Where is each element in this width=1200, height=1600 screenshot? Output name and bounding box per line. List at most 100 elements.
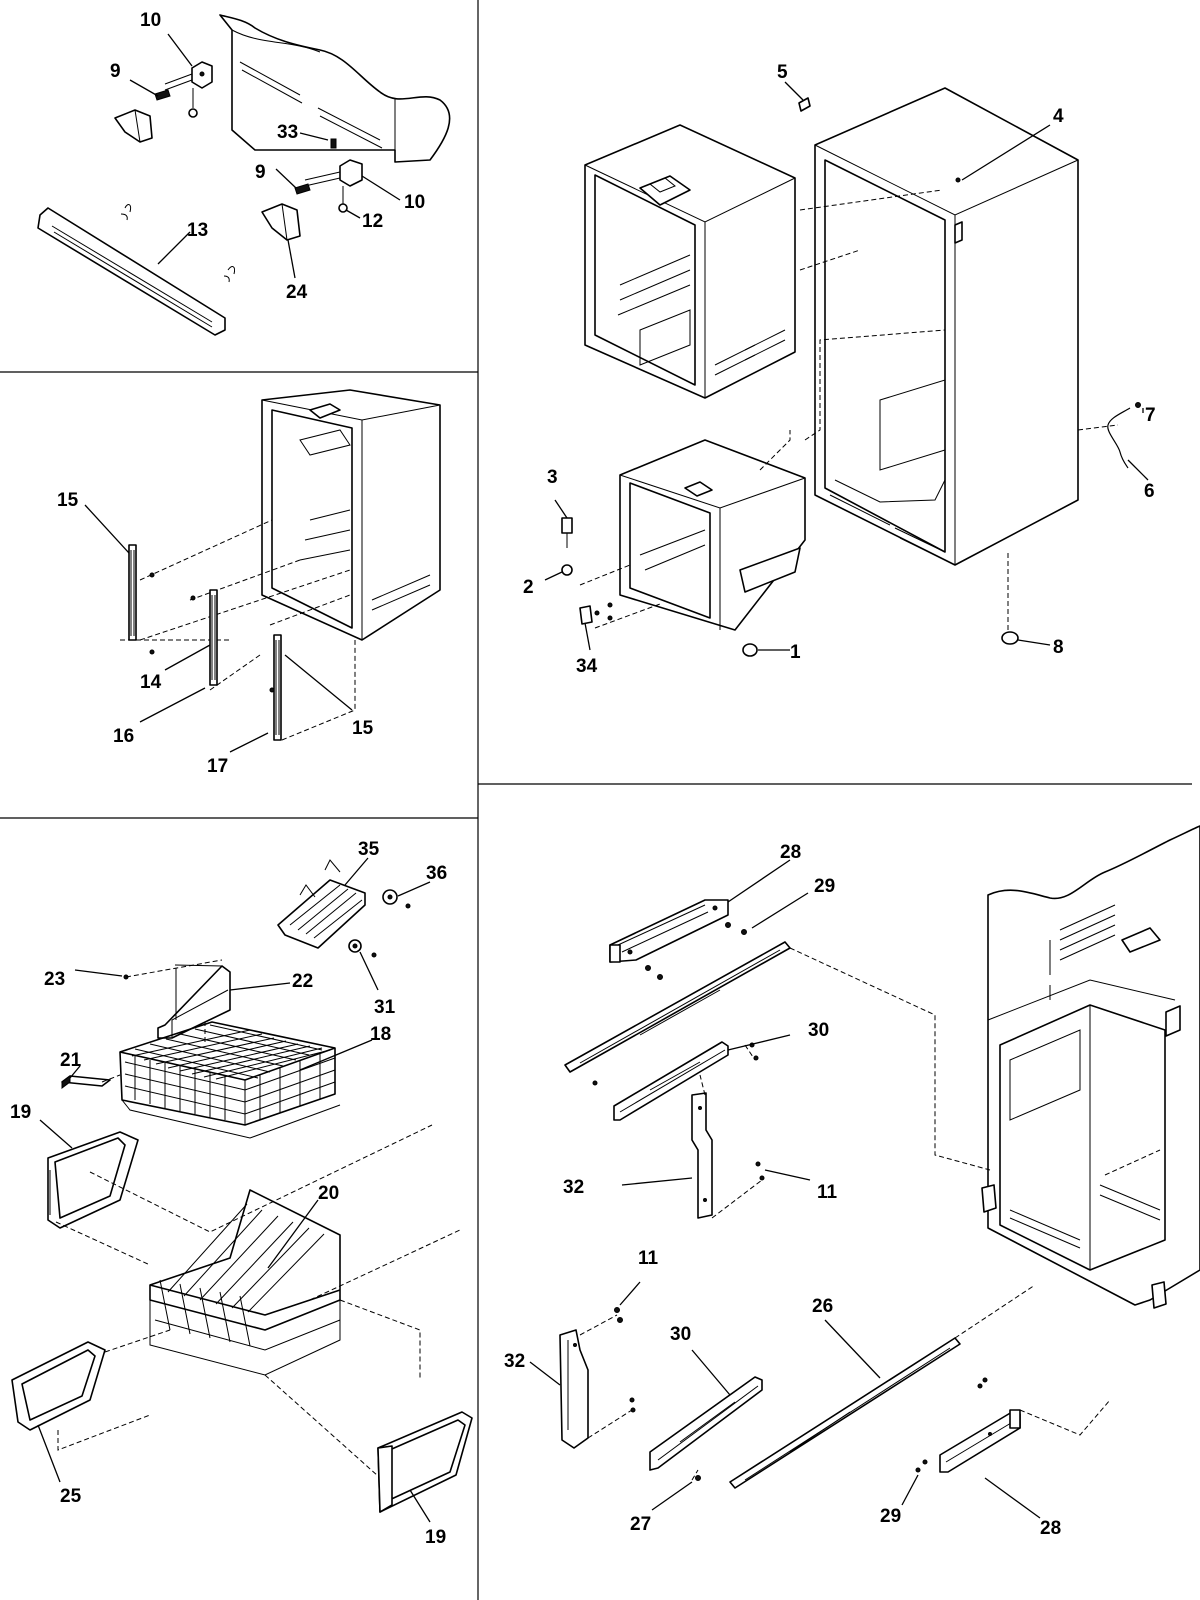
callout-24: 24 [286, 282, 308, 303]
callout-26: 26 [812, 1296, 833, 1317]
alignment-lines-top-right [579, 189, 1119, 630]
basket-bracket-19-left [47, 1131, 139, 1229]
callout-30-lower: 30 [670, 1324, 691, 1345]
slide-30-lower [649, 1376, 763, 1471]
screw [629, 1397, 635, 1403]
shelf-rail-15-right [273, 634, 282, 741]
callout-14: 14 [140, 672, 162, 693]
callout-22: 22 [292, 971, 313, 992]
callout-1: 1 [790, 642, 801, 663]
callout-35: 35 [358, 839, 380, 860]
callout-17: 17 [207, 756, 228, 777]
callout-8: 8 [1053, 637, 1064, 658]
hinge-cover-lower [261, 203, 301, 241]
leaders-bottom-right [529, 859, 1041, 1519]
bracket-34 [579, 602, 613, 625]
leveler-cap-2 [561, 564, 573, 576]
callouts-mid-left: 15 14 16 17 15 [57, 490, 374, 777]
screw [759, 1175, 765, 1181]
cabinet-shell [814, 87, 1079, 566]
leaders-top-right [544, 81, 1149, 651]
callout-16: 16 [113, 726, 134, 747]
screw [617, 1317, 623, 1323]
callout-6: 6 [1144, 481, 1155, 502]
callout-23: 23 [44, 969, 65, 990]
rail-screw [190, 595, 196, 601]
callout-10-upper: 10 [140, 10, 161, 31]
screw [592, 1080, 598, 1086]
screw-lower [294, 183, 311, 195]
callout-11-lower: 11 [638, 1248, 659, 1269]
alignment-lines-bottom-right [579, 947, 1161, 1481]
screw [405, 903, 411, 909]
leveler-3 [561, 517, 573, 548]
callout-7: 7 [1145, 405, 1156, 426]
screw [657, 974, 663, 980]
foot-8 [1001, 631, 1019, 645]
callout-27: 27 [630, 1514, 651, 1535]
callout-19-left: 19 [10, 1102, 31, 1123]
panel-bottom-right: 28 29 30 32 11 11 30 26 32 29 28 27 [504, 825, 1200, 1539]
rail-screw [149, 649, 155, 655]
callout-34: 34 [576, 656, 598, 677]
callout-15-left: 15 [57, 490, 79, 511]
screw-11-upper [755, 1161, 761, 1167]
callout-9-upper: 9 [110, 61, 121, 82]
callout-33: 33 [277, 122, 298, 143]
alignment-lines-bottom-left [55, 959, 461, 1477]
slide-22 [157, 964, 231, 1039]
connector-7 [1135, 402, 1141, 408]
upper-basket-18 [119, 1021, 341, 1139]
slide-bracket-28-lower [939, 1409, 1021, 1473]
basket-divider-35 [277, 859, 366, 949]
fresh-food-liner [261, 389, 441, 641]
kick-plate [37, 204, 235, 336]
callout-28-lower: 28 [1040, 1518, 1061, 1539]
callout-4: 4 [1053, 106, 1064, 127]
slide-bracket-28-upper [609, 899, 729, 963]
lower-liner [619, 439, 806, 631]
basket-bracket-25 [11, 1341, 106, 1431]
callout-10-lower: 10 [404, 192, 425, 213]
screw [982, 1377, 988, 1383]
panel-mid-left: 15 14 16 17 15 [57, 389, 441, 777]
upper-liner [584, 124, 796, 399]
callout-29-lower: 29 [880, 1506, 901, 1527]
hinge-bracket-lower [304, 159, 363, 213]
screw [977, 1383, 983, 1389]
callout-28-upper: 28 [780, 842, 801, 863]
callout-15-right: 15 [352, 718, 374, 739]
basket-handle-21 [61, 1075, 111, 1089]
callout-32-upper: 32 [563, 1177, 584, 1198]
cabinet-lower-fragment [981, 825, 1200, 1309]
wire-harness-6 [1107, 407, 1131, 469]
panel-top-right: 5 4 3 2 34 1 7 6 8 [523, 62, 1156, 677]
callout-2: 2 [523, 577, 534, 598]
rail-screw [149, 572, 155, 578]
callout-36: 36 [426, 863, 447, 884]
callout-3: 3 [547, 467, 558, 488]
callout-20: 20 [318, 1183, 339, 1204]
screw-29-upper [741, 929, 747, 935]
callout-13: 13 [187, 220, 208, 241]
drawer-slide-upper [564, 941, 791, 1073]
callout-19-right: 19 [425, 1527, 446, 1548]
screw [922, 1459, 928, 1465]
screw-27 [695, 1475, 701, 1481]
callout-30-upper: 30 [808, 1020, 829, 1041]
screw [371, 952, 377, 958]
callout-18: 18 [370, 1024, 391, 1045]
screw-upper [154, 89, 171, 101]
screw-33 [330, 138, 337, 149]
hinge-cover-upper [114, 109, 153, 143]
panel-top-left: 10 9 33 9 10 13 12 24 [37, 10, 451, 336]
bushing-36-center [387, 894, 393, 900]
screw [753, 1055, 759, 1061]
leaders-top-left [129, 33, 401, 279]
rail-screw [269, 687, 275, 693]
cabinet-fragment [219, 14, 451, 163]
callouts-top-right: 5 4 3 2 34 1 7 6 8 [523, 62, 1156, 677]
callout-5: 5 [777, 62, 788, 83]
